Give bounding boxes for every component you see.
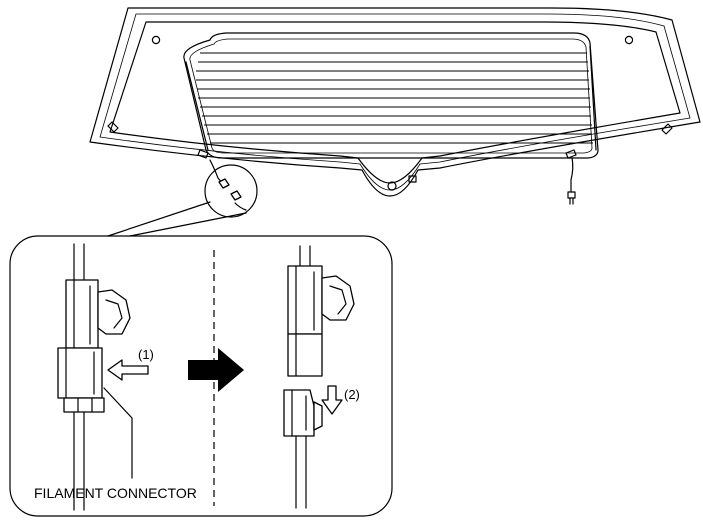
- step1-arrow: [107, 359, 149, 381]
- label-leader-line: [103, 387, 133, 479]
- filament-connector-label: FILAMENT CONNECTOR: [34, 485, 197, 501]
- step2-arrow: [321, 385, 343, 415]
- connector-on-glass: [204, 159, 258, 218]
- transition-arrow: [188, 348, 244, 392]
- detail-callout-box: [9, 235, 393, 517]
- connector-connected: [57, 243, 131, 511]
- step2-label: (2): [344, 387, 360, 402]
- rear-window-glass: [89, 7, 701, 197]
- callout-leader: [107, 201, 247, 237]
- defogger-area: [183, 32, 599, 159]
- step1-label: (1): [138, 347, 154, 362]
- antenna-lead: [567, 157, 576, 205]
- connector-disconnected: [283, 245, 355, 509]
